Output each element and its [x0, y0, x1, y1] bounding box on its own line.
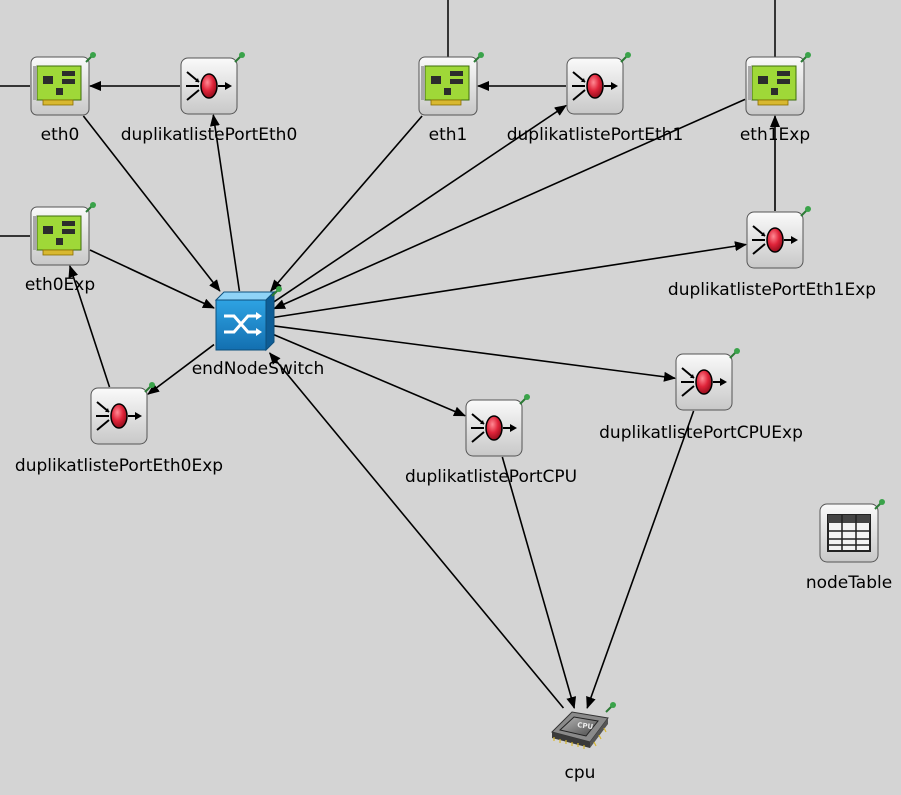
- node-label: eth0Exp: [25, 275, 95, 295]
- node-duplikatlistePortCPU[interactable]: duplikatlistePortCPU: [405, 394, 577, 487]
- node-duplikatlistePortEth0Exp[interactable]: duplikatlistePortEth0Exp: [15, 382, 223, 476]
- connection-layer: [68, 81, 780, 709]
- status-pin-icon: [85, 202, 96, 213]
- connection-eth0Exp-to-switch: [89, 249, 215, 309]
- connection-cpu-to-switch: [269, 352, 565, 709]
- queue-filter-icon: [746, 211, 804, 269]
- node-nodeTable[interactable]: nodeTable: [806, 499, 892, 593]
- connection-dupCPU-to-cpu: [501, 456, 577, 709]
- nic-card-icon: [745, 56, 805, 116]
- queue-filter-icon: [180, 57, 238, 115]
- svg-text:CPU: CPU: [577, 721, 594, 731]
- status-pin-icon: [271, 286, 282, 297]
- status-pin-icon: [234, 52, 245, 63]
- node-eth1[interactable]: eth1: [418, 52, 484, 145]
- status-pin-icon: [729, 348, 740, 359]
- node-label: duplikatlistePortEth1: [507, 125, 684, 145]
- node-duplikatlistePortEth1[interactable]: duplikatlistePortEth1: [507, 52, 684, 145]
- switch-icon: [214, 290, 276, 352]
- node-label: duplikatlistePortEth0Exp: [15, 456, 223, 476]
- node-eth1Exp[interactable]: eth1Exp: [740, 52, 811, 145]
- status-pin-icon: [473, 52, 484, 63]
- status-pin-icon: [874, 499, 885, 510]
- node-label: eth1Exp: [740, 125, 810, 145]
- queue-filter-icon: [566, 57, 624, 115]
- connection-switch-to-dupEth1: [273, 104, 567, 303]
- external-links: [0, 0, 776, 237]
- node-label: nodeTable: [806, 573, 892, 593]
- node-endNodeSwitch[interactable]: endNodeSwitch: [192, 286, 325, 379]
- status-pin-icon: [800, 52, 811, 63]
- status-pin-icon: [605, 702, 616, 713]
- connection-switch-to-dupCPU: [273, 333, 466, 417]
- cpu-chip-icon: CPU: [551, 711, 609, 749]
- node-label: eth0: [41, 125, 80, 145]
- connection-switch-to-dupEth1Exp: [273, 241, 747, 319]
- node-duplikatlistePortEth1Exp[interactable]: duplikatlistePortEth1Exp: [668, 206, 876, 300]
- node-label: duplikatlistePortEth0: [121, 125, 298, 145]
- node-label: duplikatlistePortCPUExp: [599, 423, 803, 443]
- node-label: eth1: [429, 125, 468, 145]
- node-label: cpu: [565, 763, 596, 783]
- node-label: duplikatlistePortCPU: [405, 467, 577, 487]
- queue-filter-icon: [90, 387, 148, 445]
- queue-filter-icon: [465, 399, 523, 457]
- queue-filter-icon: [675, 353, 733, 411]
- node-duplikatlistePortCPUExp[interactable]: duplikatlistePortCPUExp: [599, 348, 803, 443]
- node-eth0Exp[interactable]: eth0Exp: [25, 202, 96, 295]
- nic-card-icon: [30, 56, 90, 116]
- node-label: duplikatlistePortEth1Exp: [668, 280, 876, 300]
- status-pin-icon: [519, 394, 530, 405]
- node-duplikatlistePortEth0[interactable]: duplikatlistePortEth0: [121, 52, 298, 145]
- node-eth0[interactable]: eth0: [30, 52, 96, 145]
- connection-dupEth0Exp-to-eth0Exp: [68, 265, 111, 388]
- status-pin-icon: [85, 52, 96, 63]
- nic-card-icon: [418, 56, 478, 116]
- connection-dupCPUExp-to-cpu: [586, 410, 695, 709]
- connection-eth1-to-switch: [270, 115, 423, 292]
- status-pin-icon: [144, 382, 155, 393]
- nic-card-icon: [30, 206, 90, 266]
- connection-switch-to-dupCPUExp: [273, 325, 676, 382]
- node-cpu[interactable]: CPU cpu: [551, 702, 616, 783]
- connection-switch-to-dupEth0Exp: [147, 343, 215, 395]
- status-pin-icon: [800, 206, 811, 217]
- connection-eth1Exp-to-switch: [273, 98, 746, 310]
- table-icon: [819, 503, 879, 563]
- status-pin-icon: [620, 52, 631, 63]
- connection-eth0-to-switch: [82, 115, 221, 292]
- node-label: endNodeSwitch: [192, 359, 325, 379]
- connection-switch-to-dupEth0: [209, 114, 241, 292]
